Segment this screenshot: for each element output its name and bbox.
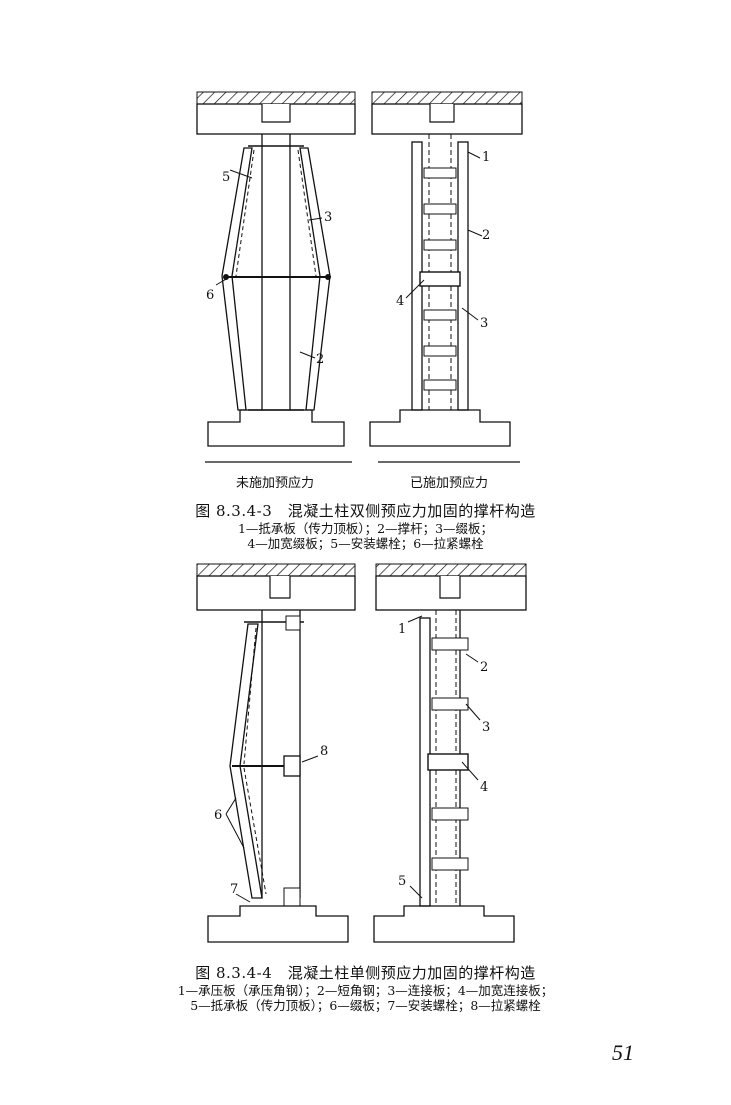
left-column-unstressed: [196, 91, 356, 463]
callout-1: 1: [398, 622, 407, 637]
figure-8-3-4-3-drawing: [196, 91, 523, 463]
callout-8: 8: [320, 744, 329, 759]
callout-3-right: 3: [480, 316, 489, 331]
callout-4: 4: [480, 780, 489, 795]
figure-8-3-4-4: 8 6 7 1 2 3 4 5: [0, 558, 731, 958]
page-number: 51: [612, 1040, 634, 1065]
figure-8-3-4-4-drawing: [196, 563, 527, 943]
right-column-stressed: [369, 91, 523, 463]
callout-6: 6: [214, 808, 223, 823]
figure1-caption-line1: 1—抵承板（传力顶板）；2—撑杆；3—缀板；: [237, 521, 494, 536]
figure1-caption-line2: 4—加宽缀板；5—安装螺栓；6—拉紧螺栓: [247, 536, 484, 551]
figure2-caption-line1: 1—承压板（承压角钢）；2—短角钢；3—连接板；4—加宽连接板；: [177, 983, 554, 998]
callout-3: 3: [324, 210, 333, 225]
right-single-side-column: [373, 563, 527, 943]
callout-6: 6: [206, 288, 215, 303]
left-single-side-column: [196, 563, 356, 943]
figure1-caption-title: 图 8.3.4-3 混凝土柱双侧预应力加固的撑杆构造: [195, 502, 536, 520]
callout-7: 7: [230, 882, 239, 897]
callout-5: 5: [222, 170, 231, 185]
figure1-panel-labels: 未施加预应力 已施加预应力: [0, 472, 731, 491]
figure1-caption: 图 8.3.4-3 混凝土柱双侧预应力加固的撑杆构造 1—抵承板（传力顶板）；2…: [0, 500, 731, 551]
left-panel-label: 未施加预应力: [236, 476, 315, 491]
figure-8-3-4-3: 5 6 3 2 1 2 4 3: [0, 80, 731, 470]
figure2-caption: 图 8.3.4-4 混凝土柱单侧预应力加固的撑杆构造 1—承压板（承压角钢）；2…: [0, 962, 731, 1013]
callout-2-right: 2: [482, 228, 491, 243]
callout-2: 2: [316, 352, 325, 367]
callout-1: 1: [482, 150, 491, 165]
right-panel-label: 已施加预应力: [410, 476, 489, 491]
callout-2: 2: [480, 660, 489, 675]
callout-3: 3: [482, 720, 491, 735]
figure2-caption-title: 图 8.3.4-4 混凝土柱单侧预应力加固的撑杆构造: [195, 964, 536, 982]
callout-4: 4: [396, 294, 405, 309]
figure2-caption-line2: 5—抵承板（传力顶板）；6—缀板；7—安装螺栓；8—拉紧螺栓: [190, 998, 541, 1013]
callout-5: 5: [398, 874, 407, 889]
